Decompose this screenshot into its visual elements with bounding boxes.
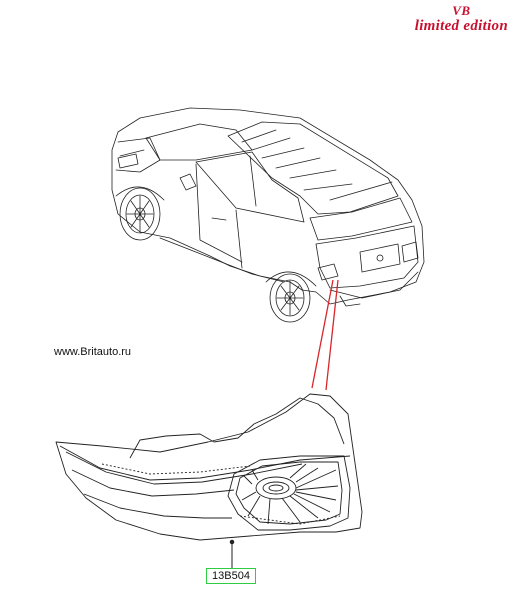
brand-logo: VB limited edition (414, 3, 508, 35)
brand-line1: VB (452, 3, 471, 18)
tail-lamp-illustration (55, 393, 363, 568)
leader-lines (311, 279, 339, 391)
vehicle-illustration (111, 107, 425, 323)
part-number-label: 13B504 (206, 568, 256, 584)
brand-line2: limited edition (414, 18, 508, 34)
website-url: www.Britauto.ru (54, 346, 132, 358)
